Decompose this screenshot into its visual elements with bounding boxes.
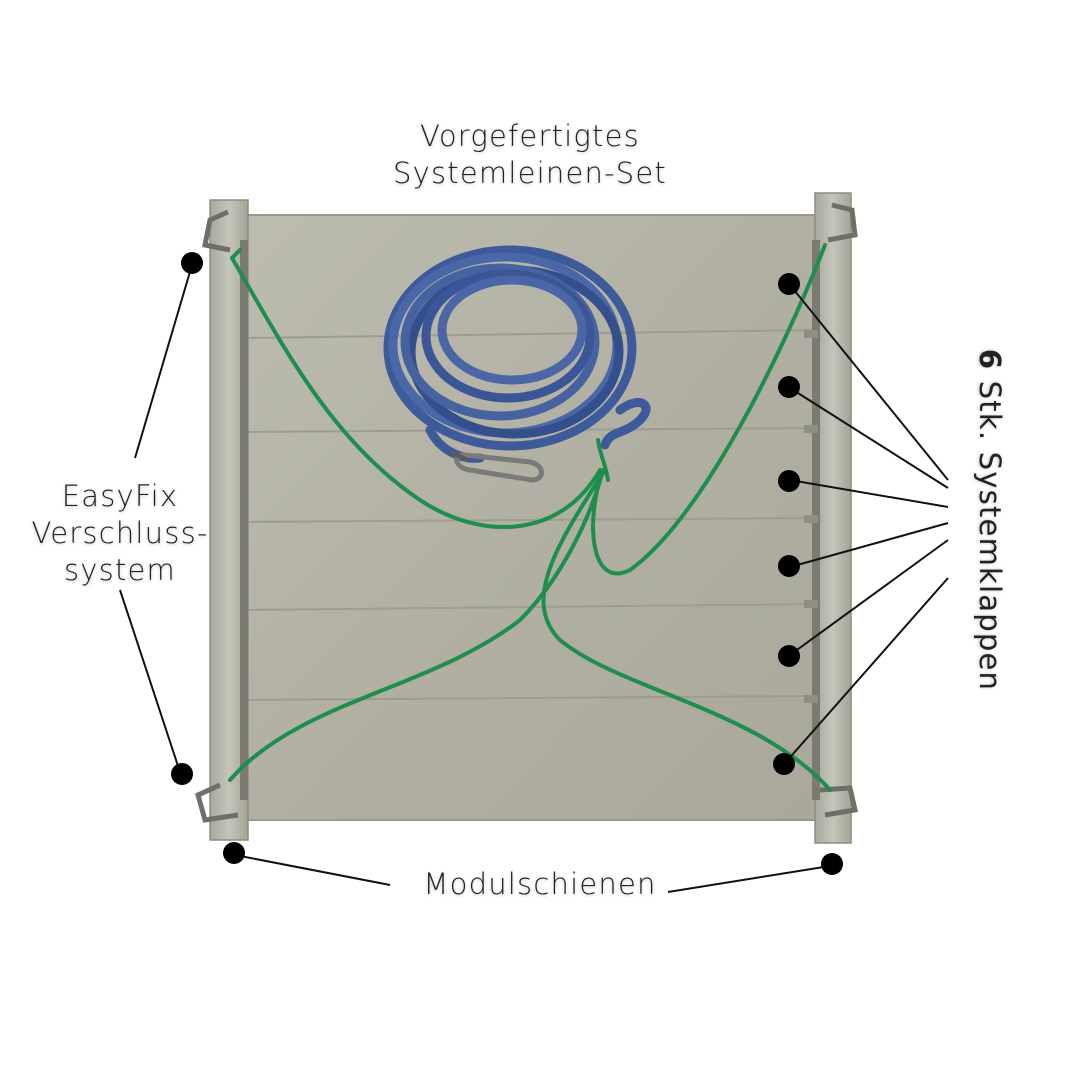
easyfix-label-line2: Verschluss- bbox=[31, 516, 209, 550]
marker-dot bbox=[778, 555, 800, 577]
flaps-count: 6 bbox=[973, 348, 1007, 371]
easyfix-label-line1: EasyFix bbox=[61, 479, 179, 513]
marker-dot bbox=[773, 753, 795, 775]
rails-label: Modulschienen bbox=[423, 867, 657, 901]
module-rail-left bbox=[209, 199, 249, 841]
marker-dot bbox=[223, 842, 245, 864]
blue-rope-coil bbox=[383, 245, 651, 463]
rope-set-label-line2: Systemleinen-Set bbox=[393, 156, 667, 190]
marker-dot bbox=[821, 853, 843, 875]
module-rail-right bbox=[812, 192, 852, 844]
rope-set-label-line1: Vorgefertigtes bbox=[420, 119, 640, 153]
marker-dot bbox=[171, 763, 193, 785]
pointer-lines bbox=[119, 264, 949, 893]
marker-dot bbox=[778, 376, 800, 398]
flaps-text: Stk. Systemklappen bbox=[973, 370, 1007, 692]
marker-dot bbox=[778, 645, 800, 667]
system-board bbox=[239, 214, 821, 821]
carabiner-icon bbox=[449, 450, 544, 483]
easyfix-label: EasyFix Verschluss- system bbox=[20, 478, 220, 589]
green-system-cord bbox=[228, 243, 832, 792]
system-flaps bbox=[804, 330, 818, 703]
marker-dots bbox=[171, 252, 843, 875]
marker-dot bbox=[181, 252, 203, 274]
marker-dot bbox=[778, 273, 800, 295]
rope-set-label: Vorgefertigtes Systemleinen-Set bbox=[370, 118, 690, 192]
marker-dot bbox=[778, 470, 800, 492]
easyfix-label-line3: system bbox=[63, 553, 177, 587]
d-ring-icon bbox=[195, 202, 859, 823]
